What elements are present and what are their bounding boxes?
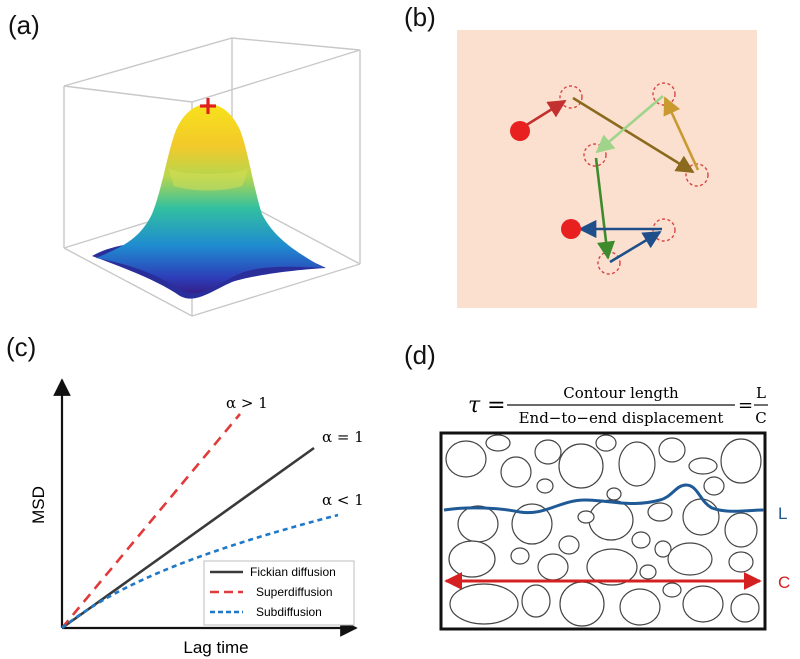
panel-c-label: (c): [6, 332, 37, 362]
series-superdiffusion: [61, 413, 241, 629]
panel-d-label: (d): [404, 340, 436, 370]
particle-end: [561, 219, 581, 239]
contour-path-L: [443, 483, 765, 515]
annotation-fickian: α = 1: [322, 428, 364, 446]
grain: [639, 564, 657, 580]
grain: [667, 542, 713, 576]
step-circle: [685, 163, 709, 187]
surface-peak: [96, 104, 324, 294]
grain: [654, 540, 672, 558]
grain: [588, 499, 634, 541]
grain: [577, 510, 595, 524]
grain: [510, 547, 530, 565]
peak-cross-marker: [200, 98, 216, 114]
step-arrow-5: [594, 157, 616, 260]
formula-rhs-denominator: C: [755, 409, 766, 427]
grain: [658, 437, 686, 463]
grain: [448, 540, 496, 578]
grain: [606, 487, 622, 501]
grain: [558, 535, 580, 555]
grain: [521, 584, 551, 618]
panel-a-surface-plot: [63, 37, 361, 317]
x-axis-label: Lag time: [183, 638, 248, 657]
panel-a-label: (a): [8, 10, 40, 40]
formula-denominator: End−to−end displacement: [519, 409, 724, 427]
legend-label-fickian: Fickian diffusion: [250, 565, 336, 579]
grain: [534, 439, 562, 465]
series-subdiffusion: [61, 513, 339, 630]
annotation-sub: α < 1: [322, 491, 364, 509]
step-arrow-4: [595, 95, 664, 154]
grain: [662, 582, 682, 598]
grain: [595, 434, 617, 452]
panel-b-label: (b): [404, 2, 436, 32]
legend: Fickian diffusion Superdiffusion Subdiff…: [203, 560, 355, 626]
particle-grains: [445, 434, 762, 627]
step-circle: [559, 85, 583, 109]
step-circle: [583, 143, 607, 167]
step-arrow-6: [609, 230, 662, 264]
tortuosity-formula: τ = Contour length End−to−end displaceme…: [468, 384, 768, 427]
step-arrow-1: [519, 99, 567, 131]
panel-d-tortuosity: τ = Contour length End−to−end displaceme…: [439, 384, 790, 631]
step-arrow-2: [572, 96, 695, 174]
legend-label-super: Superdiffusion: [256, 585, 333, 599]
grain: [511, 503, 553, 545]
grain: [703, 476, 725, 496]
particle-start: [510, 121, 530, 141]
panel-b-background: [457, 30, 757, 308]
grain: [445, 440, 487, 478]
grain: [682, 498, 720, 536]
series-fickian: [61, 446, 315, 630]
grain: [724, 512, 758, 548]
grain: [500, 456, 532, 488]
grain: [457, 505, 499, 543]
grain: [559, 581, 605, 627]
grain: [730, 593, 760, 623]
grain: [728, 551, 754, 573]
formula-equals: =: [738, 395, 753, 416]
grain: [618, 441, 656, 487]
panel-b-trajectory: [457, 30, 757, 308]
grain: [485, 434, 511, 452]
step-arrow-3: [663, 96, 700, 171]
formula-rhs-numerator: L: [756, 384, 766, 402]
formula-lhs: τ =: [468, 393, 506, 418]
y-axis-label: MSD: [29, 486, 48, 524]
panel-c-msd-chart: Lag time MSD α > 1 α = 1 α < 1 Fickian d…: [29, 378, 364, 657]
grain: [688, 457, 718, 475]
grain: [682, 585, 724, 623]
contour-label-L: L: [778, 504, 787, 523]
grain: [720, 438, 762, 484]
grain: [536, 478, 554, 494]
grain: [449, 583, 519, 625]
grain: [558, 443, 604, 489]
legend-label-sub: Subdiffusion: [256, 605, 322, 619]
displacement-label-C: C: [778, 573, 790, 592]
grain: [537, 553, 569, 581]
grain: [631, 531, 651, 549]
grain: [619, 588, 661, 626]
formula-numerator: Contour length: [563, 384, 679, 402]
surface-highlight: [168, 168, 248, 191]
grain: [647, 502, 673, 522]
annotation-super: α > 1: [226, 394, 268, 412]
